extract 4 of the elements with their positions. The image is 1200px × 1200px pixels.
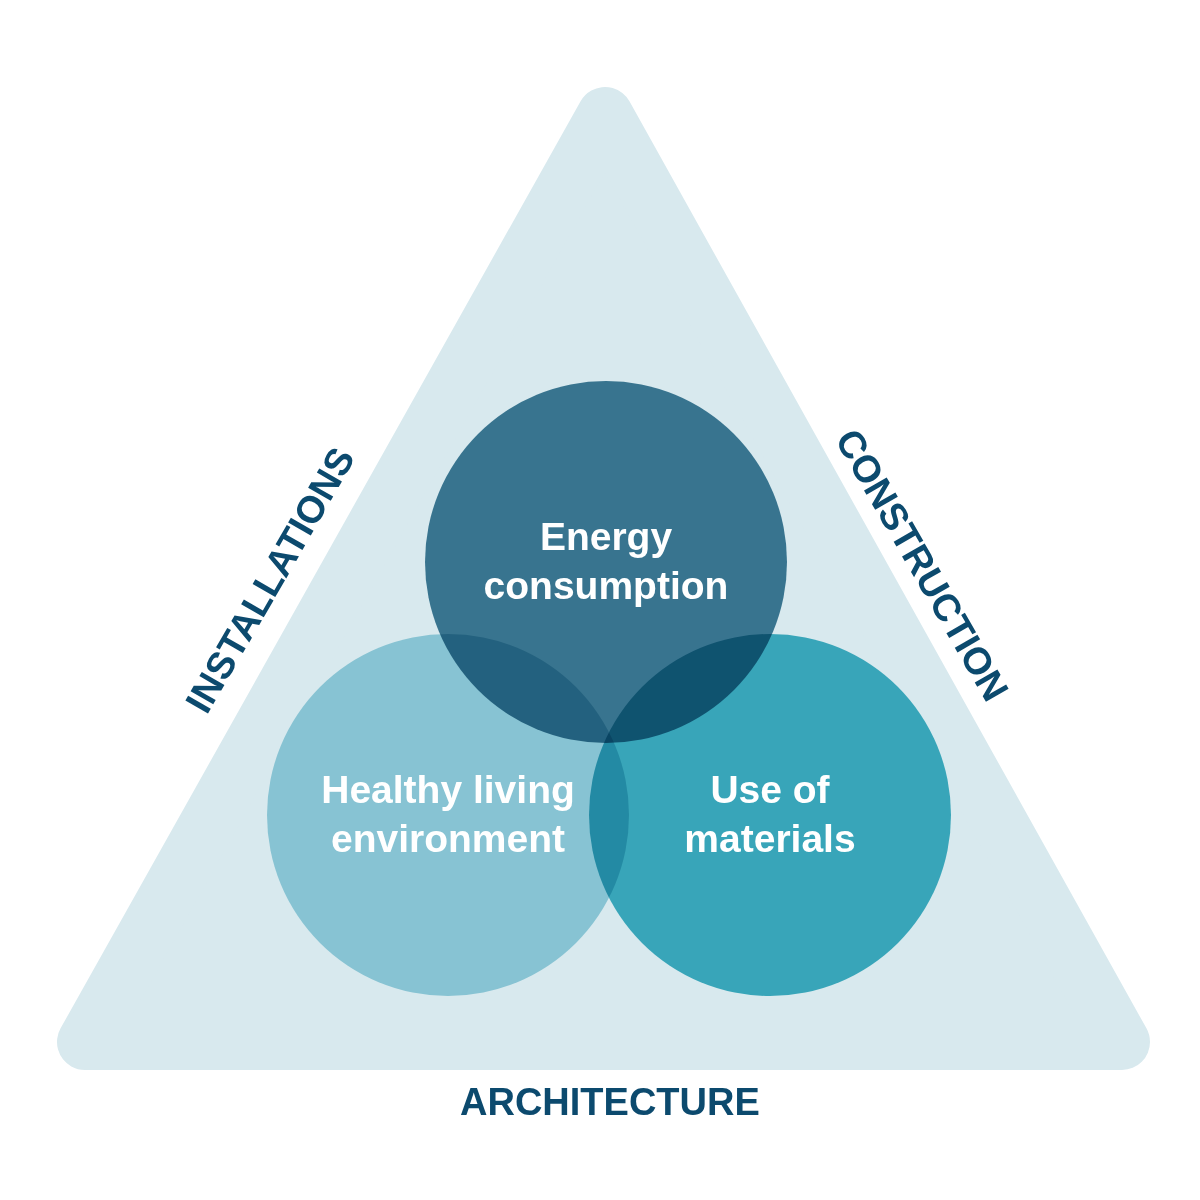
side-label: ARCHITECTURE [460,1083,760,1121]
circle-label: Energy consumption [482,514,730,609]
circle-label: Use of materials [683,767,857,862]
circle-label: Healthy living environment [320,767,576,862]
